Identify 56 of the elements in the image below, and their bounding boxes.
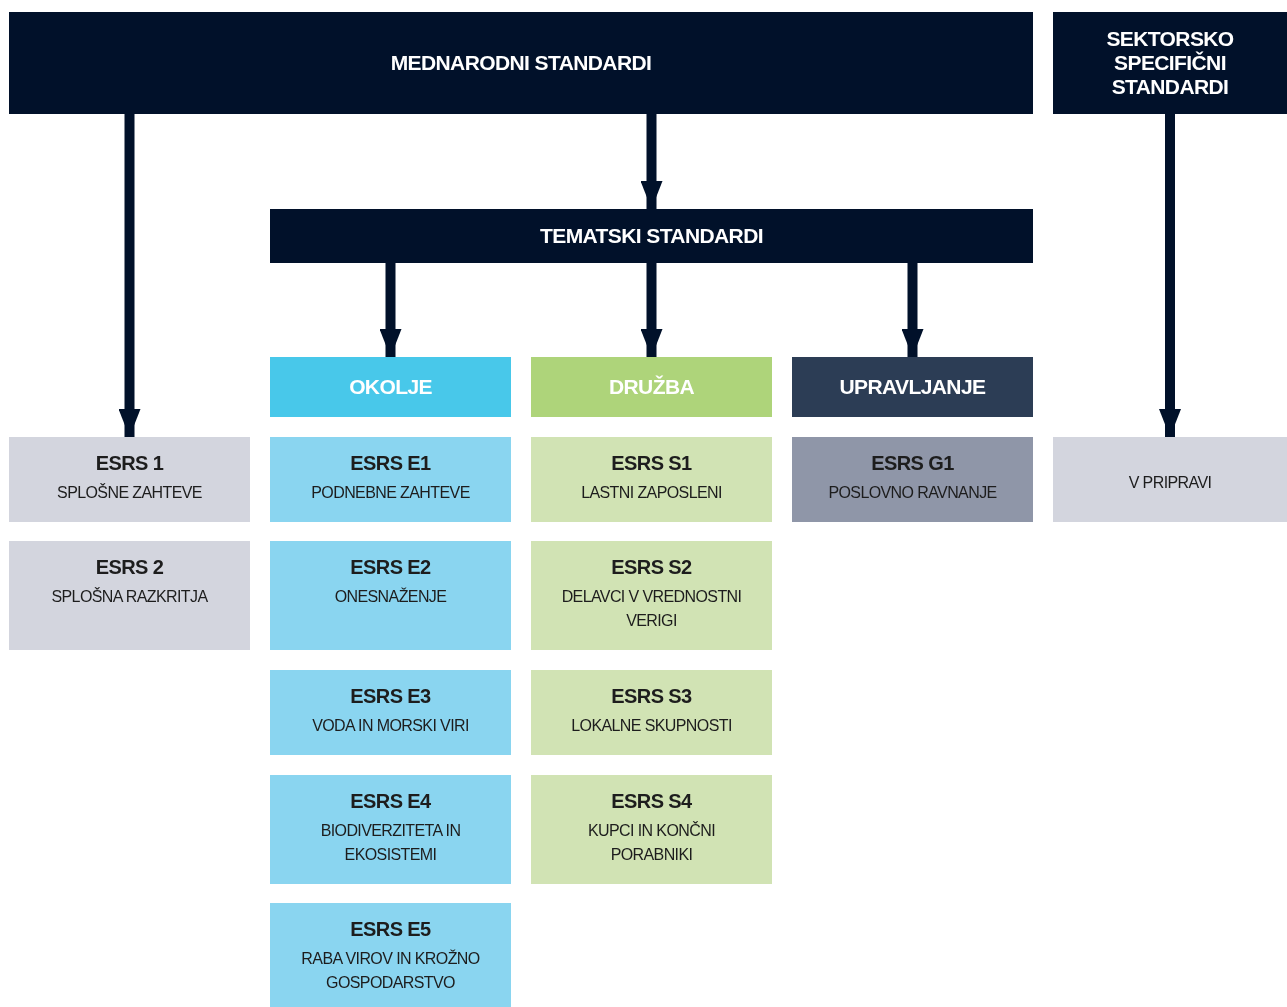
category-header [792,357,1033,417]
arrow [640,114,663,209]
standard-title: VODA IN MORSKI VIRI [312,716,469,736]
standard-card [792,437,1033,522]
standard-code: ESRS G1 [871,451,954,475]
standard-code: ESRS E5 [350,917,431,941]
standard-card [270,541,511,650]
standard-card [270,903,511,1007]
standard-code: ESRS 2 [95,555,164,579]
standard-card [531,437,772,522]
heading: DRUŽBA [608,375,695,399]
standard-card [531,775,772,884]
heading: UPRAVLJANJE [839,375,986,399]
arrow [379,263,402,357]
standard-card [9,437,250,522]
standard-card [270,437,511,522]
arrow [640,263,663,357]
standard-code: ESRS S3 [611,684,692,708]
standard-code: ESRS E1 [350,451,431,475]
standard-title: RABA VIROV IN KROŽNO GOSPODARSTVO [300,948,481,993]
arrow [118,114,141,437]
arrow [901,263,924,357]
standard-title: LASTNI ZAPOSLENI [581,483,722,503]
standard-title: KUPCI IN KONČNI PORABNIKI [587,820,716,865]
standard-code: ESRS E4 [350,789,431,813]
arrow [1159,114,1181,437]
standard-code: ESRS S4 [611,789,692,813]
standard-title: SPLOŠNA RAZKRITJA [51,586,208,607]
standard-title: PODNEBNE ZAHTEVE [311,483,470,503]
heading: MEDNARODNI STANDARDI [390,51,652,75]
standard-card [531,670,772,755]
category-header [270,357,511,417]
standard-title: LOKALNE SKUPNOSTI [571,716,732,736]
standard-card [1053,437,1287,522]
standard-title: DELAVCI V VREDNOSTNI VERIGI [560,587,743,631]
status-text: V PRIPRAVI [1128,472,1212,493]
standard-title: ONESNAŽENJE [334,586,447,607]
standard-title: BIODIVERZITETA IN EKOSISTEMI [319,821,462,865]
standard-card [9,541,250,650]
header-bar [270,209,1033,263]
header-bar [9,12,1033,114]
header-bar [1053,12,1287,114]
standard-card [531,541,772,650]
heading: TEMATSKI STANDARDI [540,224,763,248]
heading: SEKTORSKO SPECIFIČNI STANDARDI [1105,27,1235,99]
standard-card [270,775,511,884]
standard-card [270,670,511,755]
category-header [531,357,772,417]
standard-code: ESRS 1 [95,451,164,475]
standard-title: SPLOŠNE ZAHTEVE [57,482,202,503]
standard-code: ESRS E3 [350,684,431,708]
heading: OKOLJE [349,375,432,399]
standard-title: POSLOVNO RAVNANJE [828,483,997,503]
standard-code: ESRS E2 [350,555,431,579]
standard-code: ESRS S1 [611,451,692,475]
standard-code: ESRS S2 [611,555,692,579]
